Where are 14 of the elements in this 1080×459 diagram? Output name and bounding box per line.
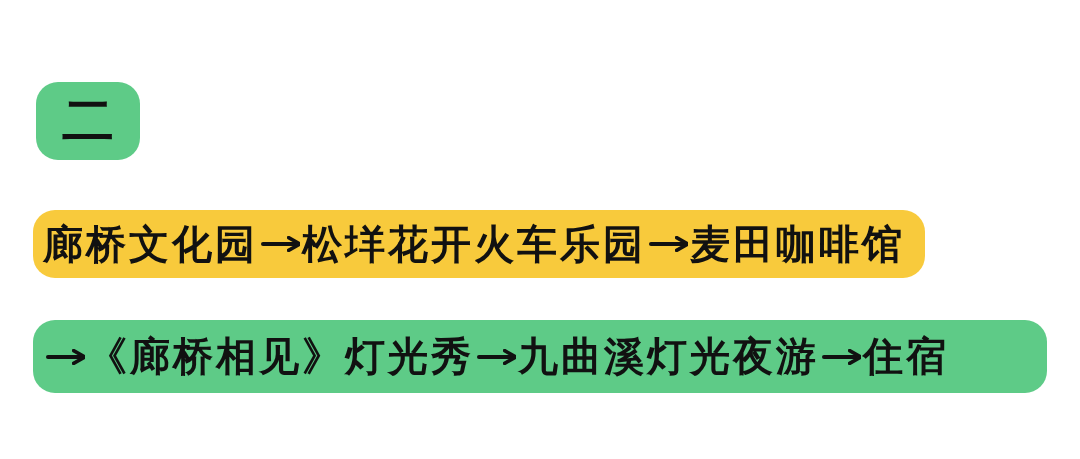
arrow — [46, 348, 85, 365]
number-badge: 二 — [36, 82, 140, 160]
route-stop: 《廊桥相见》灯光秀 — [87, 329, 474, 384]
route-stop: 廊桥文化园 — [43, 216, 258, 272]
route-band — [33, 210, 925, 278]
route-stop: 麦田咖啡馆 — [690, 216, 905, 272]
route-stop: 九曲溪灯光夜游 — [518, 329, 819, 384]
route-stop: 松垟花开火车乐园 — [302, 216, 646, 272]
arrow — [477, 348, 516, 365]
arrow — [822, 348, 861, 365]
arrow — [649, 235, 688, 253]
route-band — [33, 320, 1047, 393]
route-stop: 住宿 — [863, 329, 949, 384]
arrow — [261, 235, 300, 253]
